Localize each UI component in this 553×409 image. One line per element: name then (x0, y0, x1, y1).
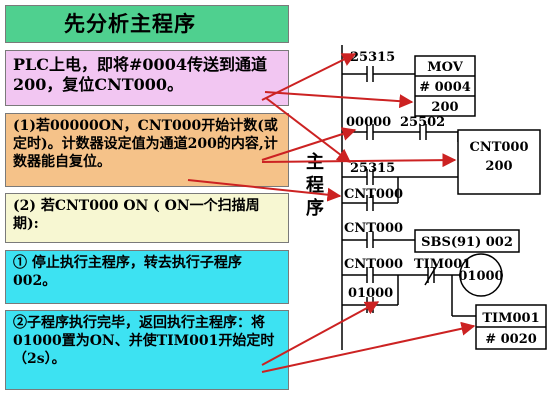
arrow-b5-to-tim (261, 321, 476, 373)
cnt-instruction-box (457, 129, 541, 195)
tim-name: TIM001 (482, 311, 539, 326)
label-00000: 00000 (346, 115, 391, 130)
mov-name: MOV (427, 60, 463, 75)
coil-label: 01000 (458, 269, 503, 284)
side-label-char-1: 主 (306, 152, 324, 173)
arrow-b5-to-01000 (261, 301, 380, 366)
label-cnt000-3: CNT000 (344, 257, 403, 272)
mov-instruction-box (414, 55, 476, 117)
explanation-box-counter: (1)若00000ON，CNT000开始计数(或定时)。计数器设定值为通道200… (5, 113, 289, 187)
mov-source: # 0004 (419, 80, 471, 95)
cnt-name: CNT000 (469, 140, 528, 155)
cnt-setting: 200 (485, 159, 512, 174)
label-01000: 01000 (348, 286, 393, 301)
label-25315a: 25315 (350, 50, 395, 65)
sbs-label: SBS(91) 002 (421, 235, 513, 250)
label-cnt000-2: CNT000 (344, 221, 403, 236)
label-tim001-contact: TIM001 (414, 257, 471, 272)
explanation-box-subroutine-return: ②子程序执行完毕，返回执行主程序：将01000置为ON、并使TIM001开始定时… (5, 310, 289, 390)
explanation-box-cnt-on: (2) 若CNT000 ON ( ON一个扫描周期): (5, 193, 289, 243)
side-label-char-3: 序 (306, 198, 324, 219)
arrow-b2-to-cnt (261, 153, 457, 168)
label-cnt000-1: CNT000 (344, 187, 403, 202)
arrow-b1-to-mov (264, 91, 414, 109)
arrow-b1-to-reset (265, 97, 352, 163)
label-25502: 25502 (400, 115, 445, 130)
arrow-b2-to-cnt-contact (187, 179, 342, 202)
side-label-char-2: 程 (306, 175, 324, 196)
arrow-b2-to-00000 (261, 127, 357, 161)
page-title: 先分析主程序 (5, 5, 289, 43)
label-25315b: 25315 (350, 161, 395, 176)
output-coil-01000 (459, 253, 503, 297)
mov-destination: 200 (431, 100, 458, 115)
explanation-box-power-on: PLC上电，即将#0004传送到通道200，复位CNT000。 (5, 50, 289, 106)
explanation-box-subroutine-call: ① 停止执行主程序，转去执行子程序002。 (5, 250, 289, 304)
tim-setting: # 0020 (485, 332, 537, 347)
sbs-instruction-box (414, 229, 520, 253)
